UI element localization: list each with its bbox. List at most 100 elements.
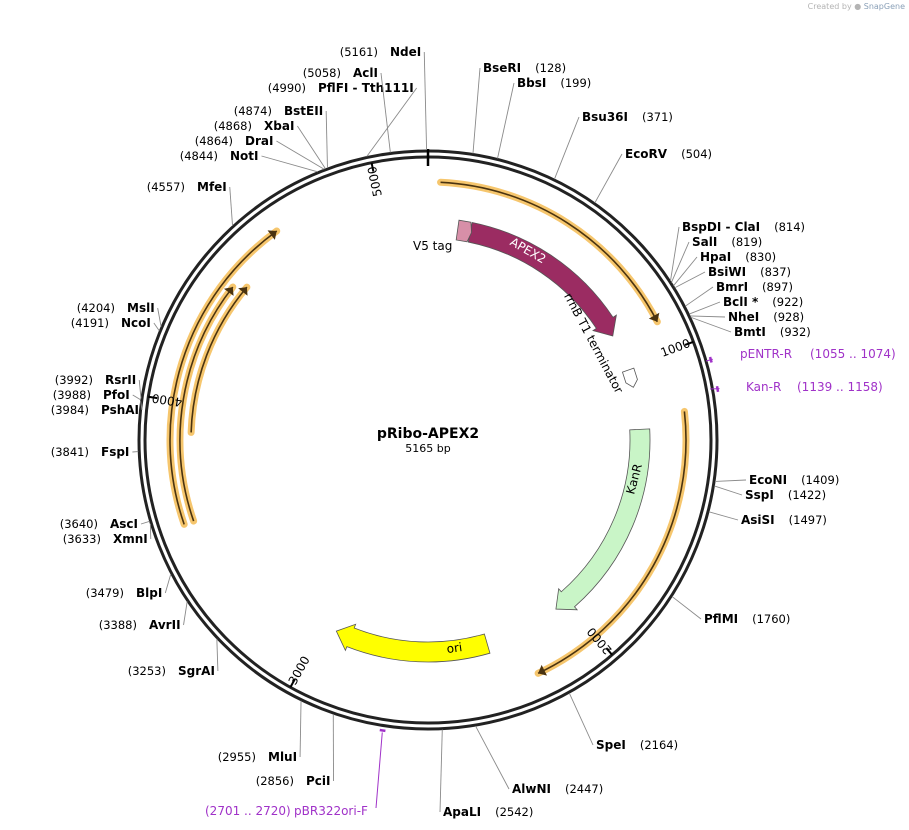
primer-leader	[375, 732, 383, 809]
site-name[interactable]: AsiSI	[741, 513, 775, 527]
site-name[interactable]: NotI	[230, 149, 259, 163]
site-mlui[interactable]: (2955)MluI	[218, 750, 297, 764]
site-noti[interactable]: (4844)NotI	[180, 149, 259, 163]
site-ncoi[interactable]: (4191) NcoI	[71, 316, 151, 330]
feature-v5-tag[interactable]	[455, 219, 472, 243]
site-bmri[interactable]: BmrI (897)	[716, 280, 793, 294]
site-bcli[interactable]: BclI *(922)	[723, 295, 803, 309]
site-name[interactable]: SalI	[692, 235, 717, 249]
orf-arrowhead	[538, 664, 548, 676]
feature-ori[interactable]	[335, 623, 491, 663]
site-name[interactable]: SgrAI	[178, 664, 215, 678]
site-sgrai[interactable]: (3253)SgrAI	[128, 664, 215, 678]
site-bspdi-clai[interactable]: BspDI - ClaI(814)	[682, 220, 805, 234]
site-xmni[interactable]: (3633)XmnI	[63, 532, 148, 546]
site-name[interactable]: BmrI	[716, 280, 748, 294]
site-name[interactable]: NdeI	[390, 45, 421, 59]
site-bseri[interactable]: BseRI(128)	[483, 61, 566, 75]
site-name[interactable]: AclI	[353, 66, 378, 80]
site-name[interactable]: PshAI	[101, 403, 139, 417]
site-apali[interactable]: ApaLI(2542)	[443, 805, 533, 819]
site-name[interactable]: BsiWI	[708, 265, 746, 279]
site-name[interactable]: EcoRV	[625, 147, 668, 161]
site-name[interactable]: BseRI	[483, 61, 521, 75]
site-name[interactable]: Bsu36I	[582, 110, 628, 124]
site-asci[interactable]: (3640)AscI	[60, 517, 138, 531]
site-name[interactable]: NheI	[728, 310, 759, 324]
site-name[interactable]: BlpI	[136, 586, 162, 600]
site-name[interactable]: PflFI - Tth111I	[318, 81, 414, 95]
site-name[interactable]: RsrII	[105, 373, 136, 387]
tick-mark	[289, 678, 296, 688]
site-bbsi[interactable]: BbsI(199)	[517, 76, 591, 90]
site-name[interactable]: BbsI	[517, 76, 546, 90]
primer-pbr322ori-f-label[interactable]: pBR322ori-F	[294, 804, 368, 818]
site-avrii[interactable]: (3388)AvrII	[99, 618, 181, 632]
site-name[interactable]: HpaI	[700, 250, 731, 264]
feature-label-v5-tag: V5 tag	[413, 239, 452, 253]
site-name[interactable]: DraI	[245, 134, 273, 148]
site-name[interactable]: AvrII	[149, 618, 181, 632]
site-blpi[interactable]: (3479) BlpI	[86, 586, 163, 600]
site-acli[interactable]: (5058)AclI	[303, 66, 378, 80]
site-name[interactable]: XmnI	[113, 532, 148, 546]
site-name[interactable]: SpeI	[596, 738, 626, 752]
site-pflmi[interactable]: PflMI(1760)	[704, 612, 790, 626]
site-name[interactable]: BstEII	[284, 104, 323, 118]
feature-rrnb-t1-terminator[interactable]	[621, 367, 638, 388]
plasmid-name: pRibo-APEX2	[377, 426, 479, 442]
site-pshai[interactable]: (3984)PshAI	[51, 403, 139, 417]
site-name[interactable]: MslI	[127, 301, 155, 315]
site-bsu36i[interactable]: Bsu36I(371)	[582, 110, 673, 124]
site-alwni[interactable]: AlwNI(2447)	[512, 782, 603, 796]
site-sali[interactable]: SalI(819)	[692, 235, 762, 249]
primer-kan-r-label[interactable]: Kan-R	[746, 380, 781, 394]
site-bsteii[interactable]: (4874)BstEII	[234, 104, 323, 118]
site-name[interactable]: BmtI	[734, 325, 766, 339]
site-name[interactable]: ApaLI	[443, 805, 481, 819]
tick-mark	[605, 647, 613, 656]
site-position: (4191)	[71, 316, 109, 330]
site-position: (897)	[762, 280, 793, 294]
primer-pbr322ori-f-mark[interactable]	[379, 728, 386, 733]
site-name[interactable]: SspI	[745, 488, 774, 502]
site-pfoi[interactable]: (3988)PfoI	[53, 388, 130, 402]
site-spei[interactable]: SpeI(2164)	[596, 738, 678, 752]
site-bsiwi[interactable]: BsiWI(837)	[708, 265, 791, 279]
feature-kanr[interactable]	[555, 428, 651, 611]
site-nhei[interactable]: NheI(928)	[728, 310, 804, 324]
site-name[interactable]: PciI	[306, 774, 331, 788]
site-econi[interactable]: EcoNI(1409)	[749, 473, 839, 487]
site-pflfi-tth111i[interactable]: (4990)PflFI - Tth111I	[268, 81, 414, 95]
site-name[interactable]: MluI	[268, 750, 297, 764]
site-sspi[interactable]: SspI(1422)	[745, 488, 826, 502]
site-name[interactable]: FspI	[101, 445, 129, 459]
site-mfei[interactable]: (4557)MfeI	[147, 180, 227, 194]
site-xbai[interactable]: (4868)XbaI	[214, 119, 295, 133]
primer-pentr-r-label[interactable]: pENTR-R	[740, 347, 792, 361]
site-fspi[interactable]: (3841)FspI	[51, 445, 130, 459]
site-bmti[interactable]: BmtI(932)	[734, 325, 811, 339]
site-position: (3479)	[86, 586, 124, 600]
site-ndei[interactable]: (5161)NdeI	[340, 45, 422, 59]
feature-apex2[interactable]	[467, 221, 617, 337]
site-name[interactable]: NcoI	[121, 316, 151, 330]
site-name[interactable]: BclI *	[723, 295, 759, 309]
site-msli[interactable]: (4204)MslI	[77, 301, 155, 315]
site-name[interactable]: AscI	[110, 517, 138, 531]
site-name[interactable]: XbaI	[264, 119, 294, 133]
site-name[interactable]: EcoNI	[749, 473, 787, 487]
site-name[interactable]: PflMI	[704, 612, 738, 626]
site-name[interactable]: BspDI - ClaI	[682, 220, 760, 234]
site-pcii[interactable]: (2856)PciI	[256, 774, 331, 788]
site-ecorv[interactable]: EcoRV (504)	[625, 147, 712, 161]
site-name[interactable]: AlwNI	[512, 782, 551, 796]
site-name[interactable]: PfoI	[103, 388, 130, 402]
site-rsrii[interactable]: (3992)RsrII	[55, 373, 136, 387]
site-drai[interactable]: (4864)DraI	[195, 134, 274, 148]
site-hpai[interactable]: HpaI(830)	[700, 250, 776, 264]
site-position: (504)	[681, 147, 712, 161]
site-name[interactable]: MfeI	[197, 180, 227, 194]
site-asisi[interactable]: AsiSI(1497)	[741, 513, 827, 527]
site-sali-leader	[671, 241, 690, 283]
